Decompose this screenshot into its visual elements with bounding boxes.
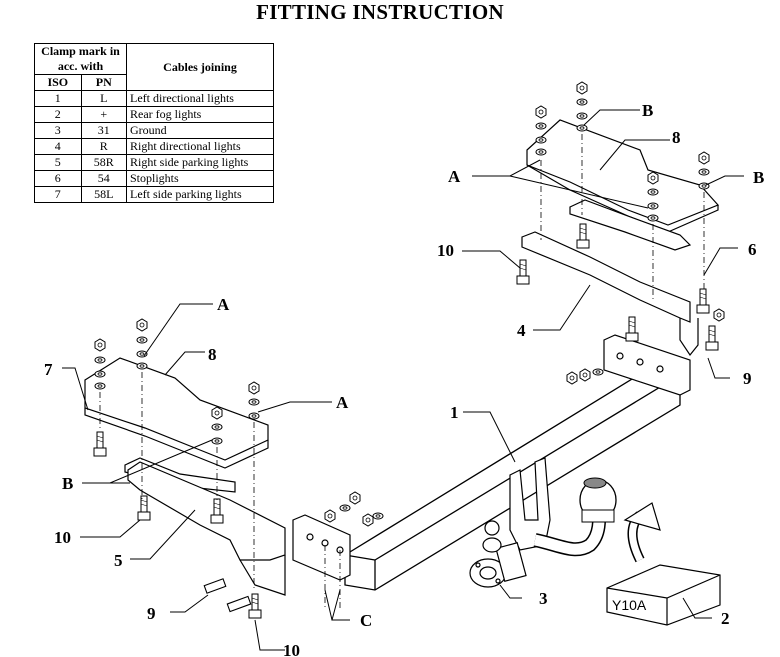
upper-left-plate <box>84 357 269 469</box>
label-10-left: 10 <box>54 528 71 547</box>
cable-cell: Right directional lights <box>126 138 274 155</box>
pn-header: PN <box>80 74 128 91</box>
iso-cell: 7 <box>34 186 82 203</box>
label-b-right: B <box>753 168 764 187</box>
cable-cell: Left side parking lights <box>126 186 274 203</box>
pn-cell: 58L <box>80 186 128 203</box>
label-7: 7 <box>44 360 53 379</box>
label-a-upper-right: A <box>448 167 461 186</box>
leader-lines <box>62 109 744 651</box>
label-8-left: 8 <box>208 345 217 364</box>
cable-cell: Ground <box>126 122 274 139</box>
side-bolts <box>203 578 252 613</box>
label-b-upper: B <box>642 101 653 120</box>
label-9-left: 9 <box>147 604 156 623</box>
right-side-bar <box>521 231 699 357</box>
left-end-plate <box>292 514 351 581</box>
pn-cell: 54 <box>80 170 128 187</box>
label-9-right: 9 <box>743 369 752 388</box>
upper-right-spacer <box>569 199 692 251</box>
alignment-lines <box>99 134 705 610</box>
label-8-right: 8 <box>672 128 681 147</box>
cable-cell: Stoplights <box>126 170 274 187</box>
electrical-socket <box>469 520 527 588</box>
label-b-left: B <box>62 474 73 493</box>
cable-cell: Right side parking lights <box>126 154 274 171</box>
cables-joining-header: Cables joining <box>126 43 274 91</box>
label-5: 5 <box>114 551 123 570</box>
pn-cell: 31 <box>80 122 128 139</box>
install-arrow <box>623 502 661 563</box>
label-a-left-top: A <box>217 295 230 314</box>
label-10-upper: 10 <box>437 241 454 260</box>
label-2: 2 <box>721 609 730 628</box>
clamp-mark-header: Clamp mark in acc. with <box>34 43 127 75</box>
label-c: C <box>360 611 372 630</box>
pn-cell: + <box>80 106 128 123</box>
callout-labels: A B B 8 6 10 4 A A 8 7 B 5 9 1 3 2 9 10 … <box>44 101 764 657</box>
left-side-bar <box>127 461 286 596</box>
label-a-left: A <box>336 393 349 412</box>
label-6: 6 <box>748 240 757 259</box>
box-code: Y10A <box>612 597 647 613</box>
wiring-table: Clamp mark in acc. with Cables joining I… <box>34 43 274 203</box>
label-3: 3 <box>539 589 548 608</box>
right-end-plate <box>603 334 691 396</box>
tow-ball <box>579 477 617 523</box>
page-title: FITTING INSTRUCTION <box>256 0 504 24</box>
label-1: 1 <box>450 403 459 422</box>
label-10-bottom: 10 <box>283 641 300 657</box>
label-4: 4 <box>517 321 526 340</box>
packaging-box <box>606 564 721 626</box>
